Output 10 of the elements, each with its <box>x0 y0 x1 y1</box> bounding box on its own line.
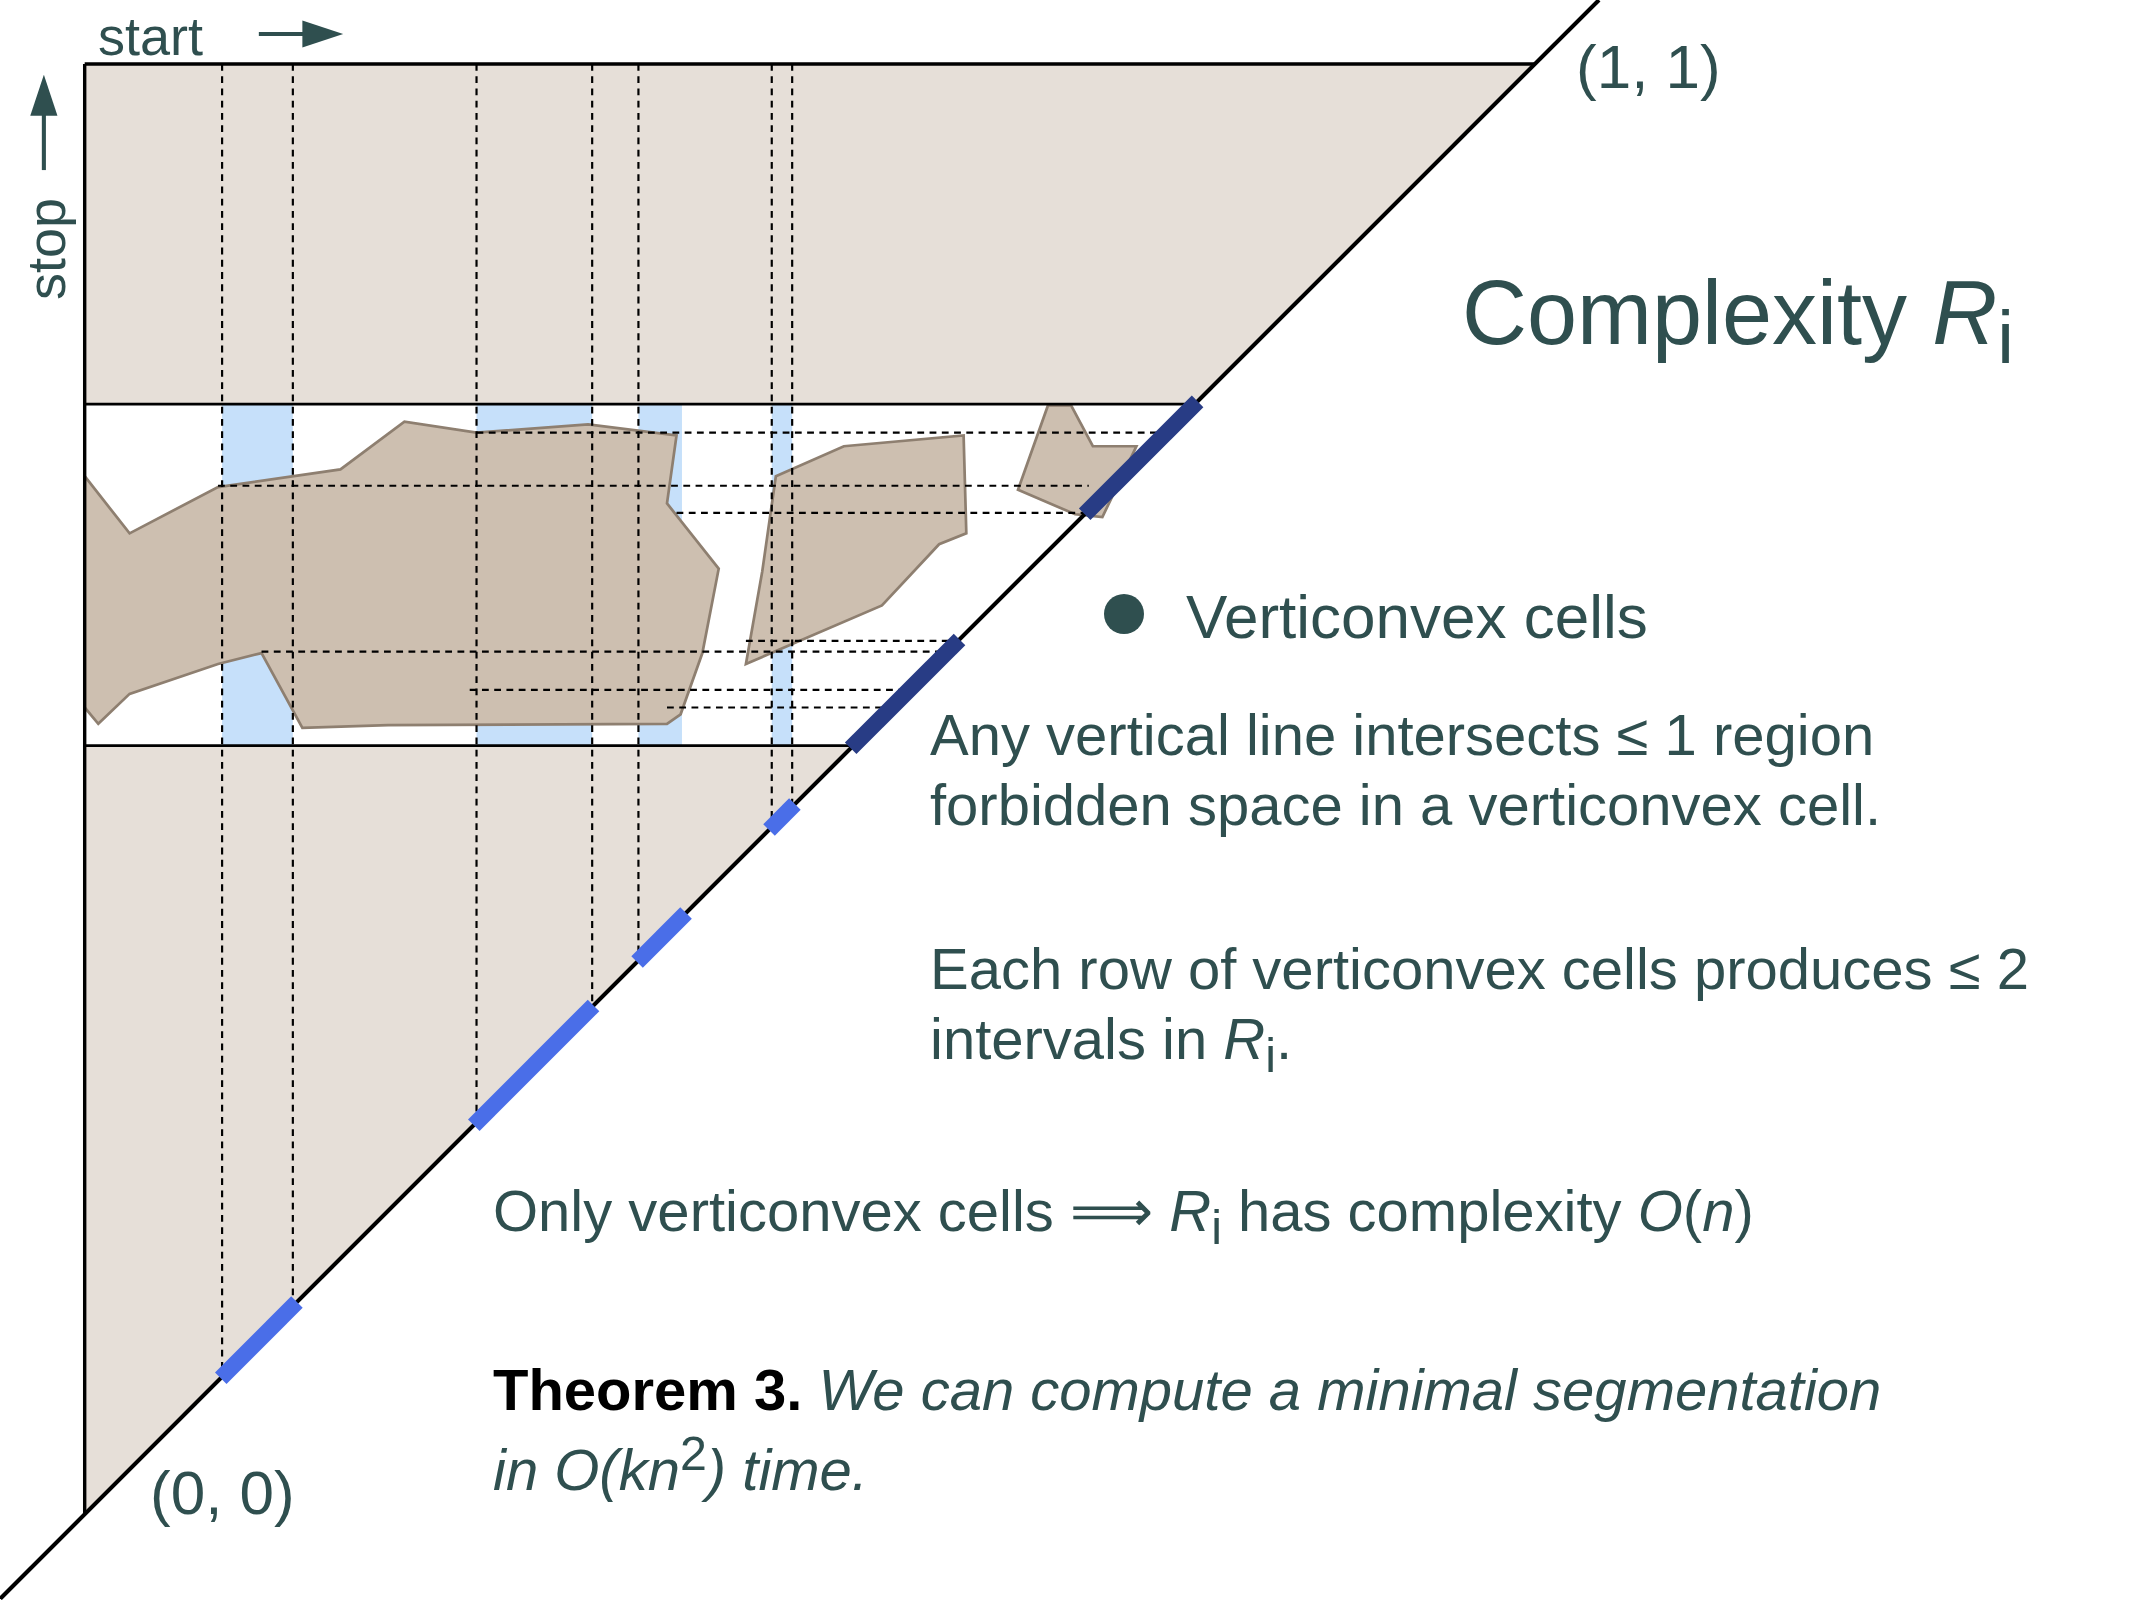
coordinate-label: (0, 0) <box>150 1457 295 1529</box>
paragraph-text: Each row of verticonvex cells produces ≤ 2 intervals in R$_{i}$. <box>930 935 2030 1084</box>
paragraph-text: Any vertical line intersects ≤ 1 region forbidden space in a verticonvex cell. <box>930 701 1883 839</box>
axis-label: start <box>98 5 204 68</box>
coordinate-label: (1, 1) <box>1576 31 1721 103</box>
statement-text: Only verticonvex cells ⟹ R$_{i}$ has complexity O(n) <box>493 1177 1754 1256</box>
slide-title: Complexity R$_{i}$ <box>1462 262 2014 380</box>
theorem-text: Theorem 3. We can compute a minimal segmentation in O(kn$^{2}$) time. <box>493 1356 1883 1504</box>
axis-label: stop <box>15 197 77 300</box>
bullet-text: Verticonvex cells <box>1186 581 1648 653</box>
